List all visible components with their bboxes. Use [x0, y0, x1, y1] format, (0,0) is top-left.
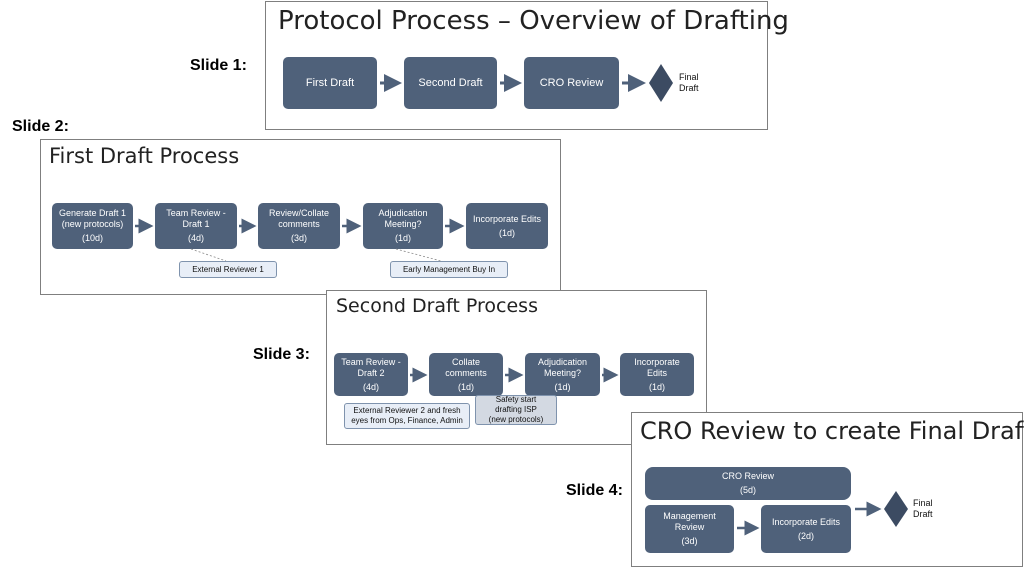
slide-3-arrows	[410, 367, 619, 383]
step-incorporate-edits: Incorporate Edits(2d)	[761, 505, 851, 553]
slide-2-label: Slide 2:	[12, 118, 69, 135]
step-team-review-draft-2: Team Review -Draft 2(4d)	[334, 353, 408, 396]
slide-3: Second Draft Process Team Review -Draft …	[326, 290, 707, 445]
note-external-reviewer-1: External Reviewer 1	[179, 261, 277, 278]
note-early-management-buy-in: Early Management Buy In	[390, 261, 508, 278]
step-label: CRO Review	[539, 76, 604, 89]
slide-4: CRO Review to create Final Draft CRO Rev…	[631, 412, 1024, 567]
step-label: First Draft	[305, 76, 355, 89]
final-draft-diamond-icon	[649, 64, 673, 102]
slide-3-title: Second Draft Process	[336, 295, 538, 317]
step-cro-review: CRO Review	[524, 57, 619, 109]
slide-2: First Draft Process Generate Draft 1(new…	[40, 139, 561, 295]
slide-1-arrows	[380, 74, 646, 92]
slide-3-label: Slide 3:	[253, 346, 310, 363]
step-second-draft: Second Draft	[404, 57, 497, 109]
slide-1-label: Slide 1:	[190, 57, 247, 74]
slide-4-label: Slide 4:	[566, 482, 623, 499]
step-label: Second Draft	[418, 76, 483, 89]
step-cro-review: CRO Review(5d)	[645, 467, 851, 500]
step-incorporate-edits: Incorporate Edits(1d)	[620, 353, 694, 396]
step-first-draft: First Draft	[283, 57, 377, 109]
slide-1-title: Protocol Process – Overview of Drafting	[278, 6, 789, 36]
slide-4-title: CRO Review to create Final Draft	[640, 417, 1024, 445]
slide-4-arrows	[737, 501, 882, 536]
slide-1: Protocol Process – Overview of Drafting …	[265, 1, 789, 130]
final-draft-diamond-icon	[884, 491, 908, 527]
step-generate-draft-1: Generate Draft 1(new protocols)(10d)	[52, 203, 133, 249]
step-team-review-draft-1: Team Review -Draft 1(4d)	[155, 203, 237, 249]
slide-2-title: First Draft Process	[49, 144, 240, 168]
step-collate-comments: Collate comments(1d)	[429, 353, 503, 396]
slide-2-arrows	[135, 218, 465, 262]
step-incorporate-edits: Incorporate Edits(1d)	[466, 203, 548, 249]
